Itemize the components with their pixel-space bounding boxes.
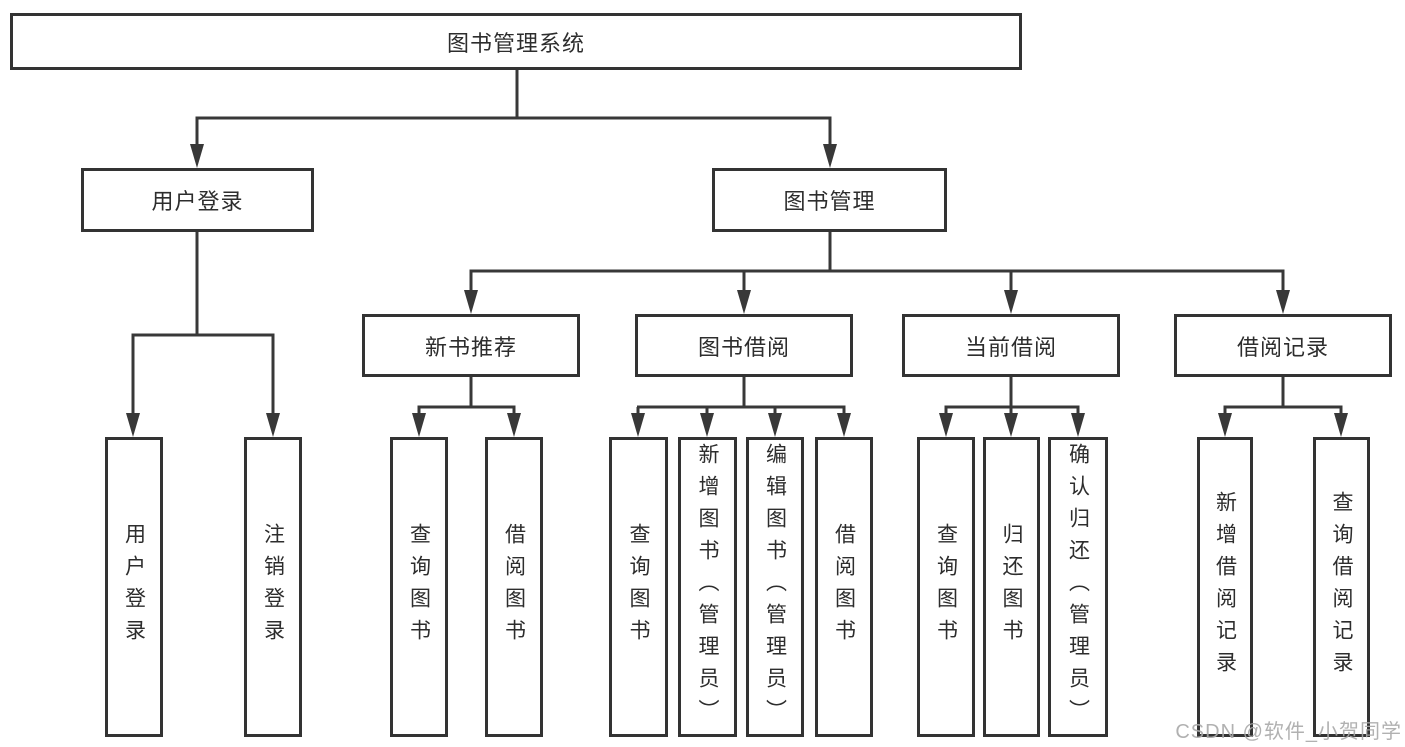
- leaf-add-books-admin: 新增图书（管理员）: [678, 437, 737, 737]
- node-new-book-recommendation: 新书推荐: [362, 314, 580, 377]
- connector-newbook-to-leaves: [412, 377, 521, 437]
- leaf-query-books-1-label: 查询图书: [407, 523, 431, 651]
- leaf-query-books-1: 查询图书: [390, 437, 448, 737]
- csdn-watermark: CSDN @软件_小贺同学: [1175, 721, 1402, 743]
- leaf-confirm-return-admin-label: 确认归还（管理员）: [1066, 443, 1090, 731]
- node-book-management-branch-label: 图书管理: [783, 189, 876, 214]
- node-current-borrowing-label: 当前借阅: [964, 334, 1057, 360]
- leaf-query-books-2-label: 查询图书: [627, 523, 650, 651]
- leaf-user-login: 用户登录: [105, 437, 163, 737]
- leaf-query-borrow-record: 查询借阅记录: [1313, 437, 1370, 737]
- node-new-book-recommendation-label: 新书推荐: [424, 334, 517, 360]
- connector-borrowing-to-leaves: [631, 377, 851, 437]
- node-root-system: 图书管理系统: [10, 13, 1022, 70]
- leaf-edit-books-admin: 编辑图书（管理员）: [746, 437, 804, 737]
- leaf-user-login-label: 用户登录: [122, 523, 146, 651]
- leaf-add-borrow-record-label: 新增借阅记录: [1213, 491, 1237, 683]
- node-user-login-branch: 用户登录: [81, 168, 314, 232]
- node-borrowing-records: 借阅记录: [1174, 314, 1392, 377]
- leaf-borrow-books-2: 借阅图书: [815, 437, 873, 737]
- connector-records-to-leaves: [1218, 377, 1348, 437]
- node-root-system-label: 图书管理系统: [446, 30, 585, 56]
- leaf-edit-books-admin-label: 编辑图书（管理员）: [763, 443, 787, 731]
- leaf-return-books-label: 归还图书: [1000, 523, 1023, 651]
- connector-userlogin-to-leaves: [126, 232, 280, 437]
- node-book-borrowing-label: 图书借阅: [697, 334, 790, 360]
- leaf-add-books-admin-label: 新增图书（管理员）: [696, 443, 719, 731]
- leaf-borrow-books-2-label: 借阅图书: [832, 523, 856, 651]
- connector-bookmgmt-to-level3: [464, 232, 1290, 314]
- node-user-login-branch-label: 用户登录: [151, 189, 244, 214]
- node-current-borrowing: 当前借阅: [902, 314, 1120, 377]
- leaf-query-books-2: 查询图书: [609, 437, 668, 737]
- leaf-borrow-books-1-label: 借阅图书: [502, 523, 526, 651]
- leaf-query-borrow-record-label: 查询借阅记录: [1330, 491, 1353, 683]
- leaf-borrow-books-1: 借阅图书: [485, 437, 543, 737]
- leaf-logout: 注销登录: [244, 437, 302, 737]
- connector-root-to-level2: [190, 70, 837, 168]
- leaf-logout-label: 注销登录: [261, 523, 285, 651]
- node-borrowing-records-label: 借阅记录: [1236, 334, 1329, 360]
- node-book-borrowing: 图书借阅: [635, 314, 853, 377]
- connector-current-to-leaves: [939, 377, 1085, 437]
- leaf-query-books-3-label: 查询图书: [934, 523, 958, 651]
- leaf-confirm-return-admin: 确认归还（管理员）: [1048, 437, 1108, 737]
- leaf-query-books-3: 查询图书: [917, 437, 975, 737]
- leaf-return-books: 归还图书: [983, 437, 1040, 737]
- leaf-add-borrow-record: 新增借阅记录: [1197, 437, 1253, 737]
- node-book-management-branch: 图书管理: [712, 168, 947, 232]
